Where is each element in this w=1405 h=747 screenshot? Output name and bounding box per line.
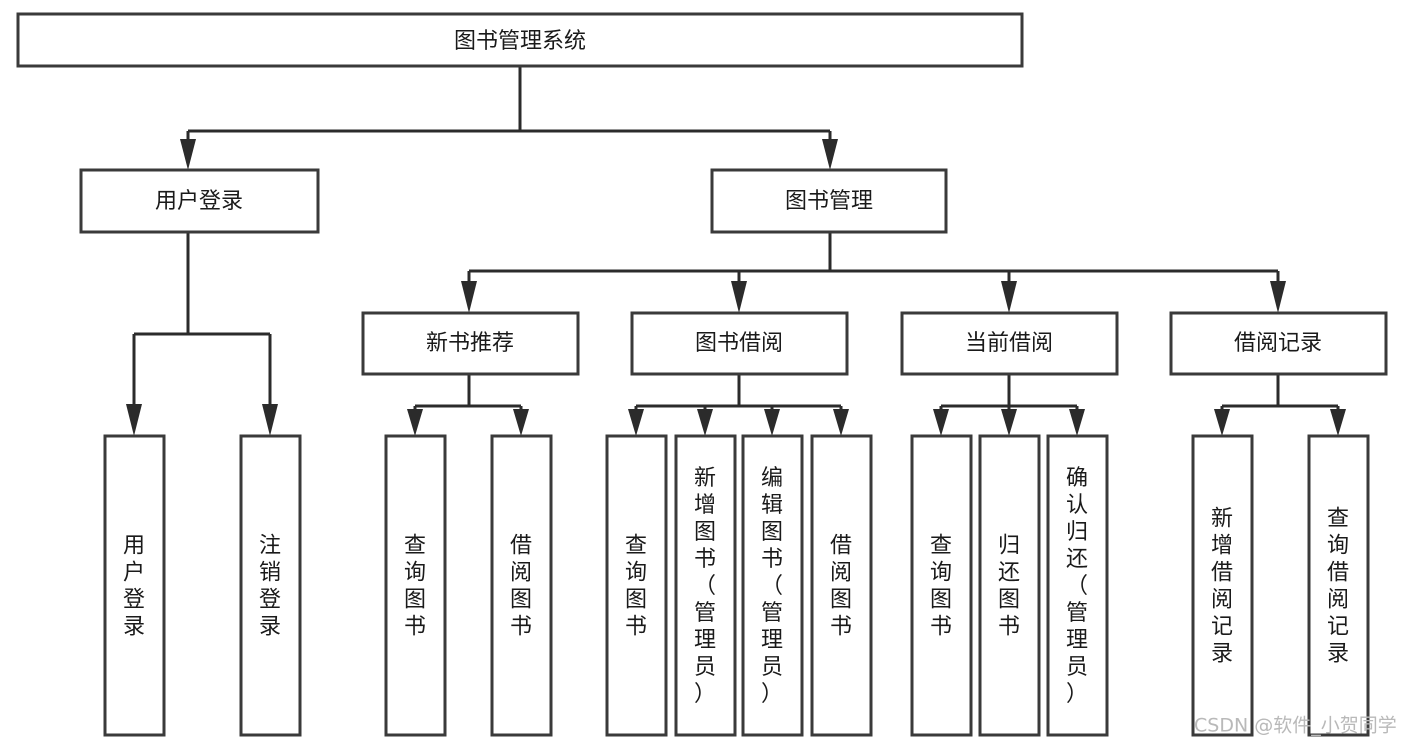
node-leaf-query-record-box[interactable]: [1307, 434, 1370, 737]
node-new-book-rec[interactable]: 新书推荐: [361, 311, 580, 376]
arrowhead-user-login: [180, 139, 196, 170]
node-book-borrow-box[interactable]: [630, 311, 849, 376]
node-leaf-query-book-2-label: 查询图书: [625, 534, 647, 640]
arrowhead-leaf-return-book: [1001, 409, 1017, 436]
node-leaf-query-record[interactable]: 查询借阅记录: [1307, 434, 1370, 737]
node-new-book-rec-label: 新书推荐: [426, 331, 514, 356]
node-leaf-edit-book-label: 编辑图书（管理员）: [761, 466, 783, 707]
arrowhead-leaf-add-book: [697, 409, 713, 436]
arrowhead-leaf-add-record: [1214, 409, 1230, 436]
node-book-borrow-label: 图书借阅: [695, 331, 783, 356]
node-user-login[interactable]: 用户登录: [79, 168, 320, 234]
node-leaf-query-book-2[interactable]: 查询图书: [605, 434, 668, 737]
node-leaf-borrow-book-1-box[interactable]: [490, 434, 553, 737]
node-book-manage-label: 图书管理: [785, 189, 873, 214]
node-book-borrow[interactable]: 图书借阅: [630, 311, 849, 376]
node-book-manage[interactable]: 图书管理: [710, 168, 948, 234]
arrowhead-borrow-record: [1270, 281, 1286, 313]
node-borrow-record[interactable]: 借阅记录: [1169, 311, 1388, 376]
arrowhead-leaf-query-book-2: [628, 409, 644, 436]
node-leaf-user-login[interactable]: 用户登录: [103, 434, 166, 737]
node-current-borrow[interactable]: 当前借阅: [900, 311, 1119, 376]
arrowhead-leaf-borrow-book-1: [513, 409, 529, 436]
node-borrow-record-label: 借阅记录: [1234, 331, 1322, 356]
arrowhead-current-borrow: [1001, 281, 1017, 313]
node-leaf-query-book-1[interactable]: 查询图书: [384, 434, 447, 737]
watermark-label: CSDN @软件_小贺同学: [1194, 715, 1397, 737]
node-leaf-query-book-3-box[interactable]: [910, 434, 973, 737]
arrowhead-leaf-user-login: [126, 404, 142, 436]
connector-layer: [126, 66, 1346, 436]
node-user-login-label: 用户登录: [155, 189, 243, 214]
node-borrow-record-box[interactable]: [1169, 311, 1388, 376]
arrowhead-leaf-edit-book: [764, 409, 780, 436]
arrowhead-new-book-rec: [461, 281, 477, 313]
arrowhead-book-borrow: [731, 281, 747, 313]
node-leaf-return-book[interactable]: 归还图书: [978, 434, 1041, 737]
arrowhead-leaf-query-book-1: [407, 409, 423, 436]
node-leaf-logout-box[interactable]: [239, 434, 302, 737]
node-root-label: 图书管理系统: [454, 29, 586, 54]
node-leaf-return-book-box[interactable]: [978, 434, 1041, 737]
node-leaf-user-login-box[interactable]: [103, 434, 166, 737]
node-user-login-box[interactable]: [79, 168, 320, 234]
node-leaf-query-book-1-label: 查询图书: [404, 534, 426, 640]
node-leaf-borrow-book-2-label: 借阅图书: [830, 534, 852, 640]
node-leaf-confirm-return-label: 确认归还（管理员）: [1066, 466, 1088, 707]
arrowhead-leaf-logout: [262, 404, 278, 436]
node-leaf-add-book-label: 新增图书（管理员）: [694, 466, 716, 707]
node-leaf-add-record-label: 新增借阅记录: [1211, 507, 1233, 667]
node-leaf-logout[interactable]: 注销登录: [239, 434, 302, 737]
node-leaf-borrow-book-1[interactable]: 借阅图书: [490, 434, 553, 737]
node-leaf-edit-book-box[interactable]: [741, 434, 804, 737]
node-leaf-query-book-3[interactable]: 查询图书: [910, 434, 973, 737]
node-leaf-return-book-label: 归还图书: [998, 534, 1020, 640]
node-leaf-query-book-3-label: 查询图书: [930, 534, 952, 640]
node-book-manage-box[interactable]: [710, 168, 948, 234]
arrowhead-leaf-query-book-3: [933, 409, 949, 436]
node-leaf-edit-book[interactable]: 编辑图书（管理员）: [741, 434, 804, 737]
node-current-borrow-label: 当前借阅: [965, 331, 1053, 356]
node-root-box[interactable]: [16, 12, 1024, 68]
node-leaf-add-record[interactable]: 新增借阅记录: [1191, 434, 1254, 737]
node-leaf-add-book-box[interactable]: [674, 434, 737, 737]
node-leaf-query-record-label: 查询借阅记录: [1327, 507, 1349, 667]
node-leaf-add-book[interactable]: 新增图书（管理员）: [674, 434, 737, 737]
node-new-book-rec-box[interactable]: [361, 311, 580, 376]
node-leaf-borrow-book-2-box[interactable]: [810, 434, 873, 737]
node-leaf-query-book-1-box[interactable]: [384, 434, 447, 737]
node-leaf-add-record-box[interactable]: [1191, 434, 1254, 737]
node-leaf-borrow-book-2[interactable]: 借阅图书: [810, 434, 873, 737]
arrowhead-leaf-query-record: [1330, 409, 1346, 436]
node-leaf-borrow-book-1-label: 借阅图书: [510, 534, 532, 640]
node-root[interactable]: 图书管理系统: [16, 12, 1024, 68]
node-leaf-logout-label: 注销登录: [259, 534, 281, 640]
arrowhead-book-manage: [822, 139, 838, 170]
node-leaf-confirm-return-box[interactable]: [1046, 434, 1109, 737]
node-leaf-confirm-return[interactable]: 确认归还（管理员）: [1046, 434, 1109, 737]
node-current-borrow-box[interactable]: [900, 311, 1119, 376]
arrowhead-leaf-confirm-return: [1069, 409, 1085, 436]
node-leaf-user-login-label: 用户登录: [123, 534, 145, 640]
node-leaf-query-book-2-box[interactable]: [605, 434, 668, 737]
arrowhead-leaf-borrow-book-2: [833, 409, 849, 436]
